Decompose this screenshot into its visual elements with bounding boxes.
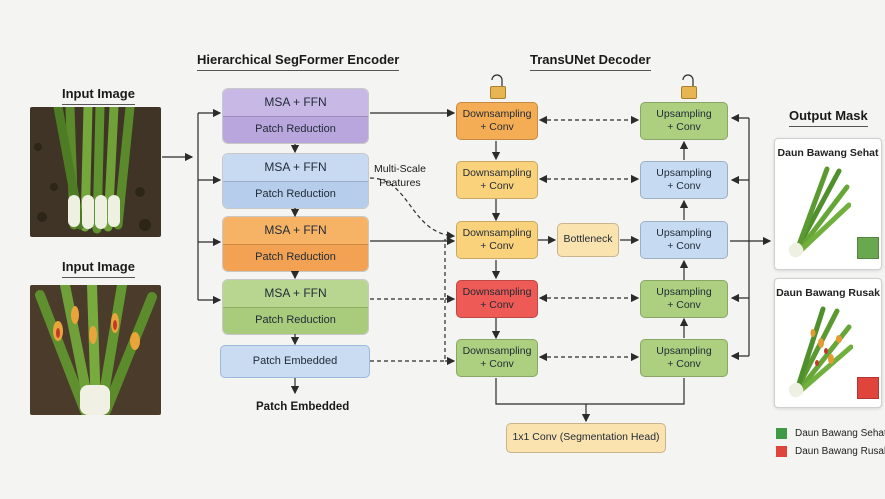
healthy-leaf-icon — [788, 166, 851, 258]
patch-embedded-box: Patch Embedded — [220, 345, 370, 378]
healthy-mask-swatch — [857, 237, 879, 259]
output-card-damaged: Daun Bawang Rusak — [774, 278, 882, 408]
damaged-mask-swatch — [857, 377, 879, 399]
upsampling-block-2: Upsampling + Conv — [640, 161, 728, 199]
upsampling-block-3: Upsampling + Conv — [640, 221, 728, 259]
output-damaged-caption: Daun Bawang Rusak — [776, 287, 880, 299]
downsampling-block-5: Downsampling + Conv — [456, 339, 538, 377]
encoder-stage-2-msa: MSA + FFN — [223, 154, 368, 181]
lock-icon — [681, 86, 697, 99]
input-image-healthy — [30, 107, 161, 237]
downsampling-block-3: Downsampling + Conv — [456, 221, 538, 259]
encoder-stage-3-msa: MSA + FFN — [223, 217, 368, 244]
output-card-healthy: Daun Bawang Sehat — [774, 138, 882, 270]
downsampling-block-4: Downsampling + Conv — [456, 280, 538, 318]
encoder-stage-4-reduction: Patch Reduction — [223, 306, 368, 334]
upsampling-block-1: Upsampling + Conv — [640, 102, 728, 140]
legend-label-damaged: Daun Bawang Rusak — [795, 446, 885, 457]
legend-label-healthy: Daun Bawang Sehat — [795, 428, 885, 439]
output-mask-title: Output Mask — [789, 108, 868, 127]
multi-scale-features-label: Multi-Scale Features — [374, 163, 426, 190]
encoder-stage-1-msa: MSA + FFN — [223, 89, 368, 116]
downsampling-block-1: Downsampling + Conv — [456, 102, 538, 140]
encoder-stage-1-reduction: Patch Reduction — [223, 115, 368, 143]
legend-item-healthy: Daun Bawang Sehat — [776, 428, 885, 439]
input-image-label-1: Input Image — [62, 86, 135, 105]
input-image-damaged — [30, 285, 161, 415]
encoder-title: Hierarchical SegFormer Encoder — [197, 52, 400, 71]
encoder-stage-3-reduction: Patch Reduction — [223, 243, 368, 271]
legend-swatch-healthy — [776, 428, 787, 439]
input-image-label-2: Input Image — [62, 259, 135, 278]
decoder-title: TransUNet Decoder — [530, 52, 651, 71]
legend-item-damaged: Daun Bawang Rusak — [776, 446, 885, 457]
downsampling-block-2: Downsampling + Conv — [456, 161, 538, 199]
bottleneck-block: Bottleneck — [557, 223, 619, 257]
encoder-stage-2-reduction: Patch Reduction — [223, 180, 368, 208]
segmentation-head-block: 1x1 Conv (Segmentation Head) — [506, 423, 666, 453]
encoder-stage-4-msa: MSA + FFN — [223, 280, 368, 307]
upsampling-block-4: Upsampling + Conv — [640, 280, 728, 318]
upsampling-block-5: Upsampling + Conv — [640, 339, 728, 377]
lock-icon — [490, 86, 506, 99]
damaged-leaf-icon — [788, 306, 853, 398]
patch-embedded-output-label: Patch Embedded — [256, 401, 350, 413]
output-healthy-caption: Daun Bawang Sehat — [777, 147, 879, 159]
legend-swatch-damaged — [776, 446, 787, 457]
